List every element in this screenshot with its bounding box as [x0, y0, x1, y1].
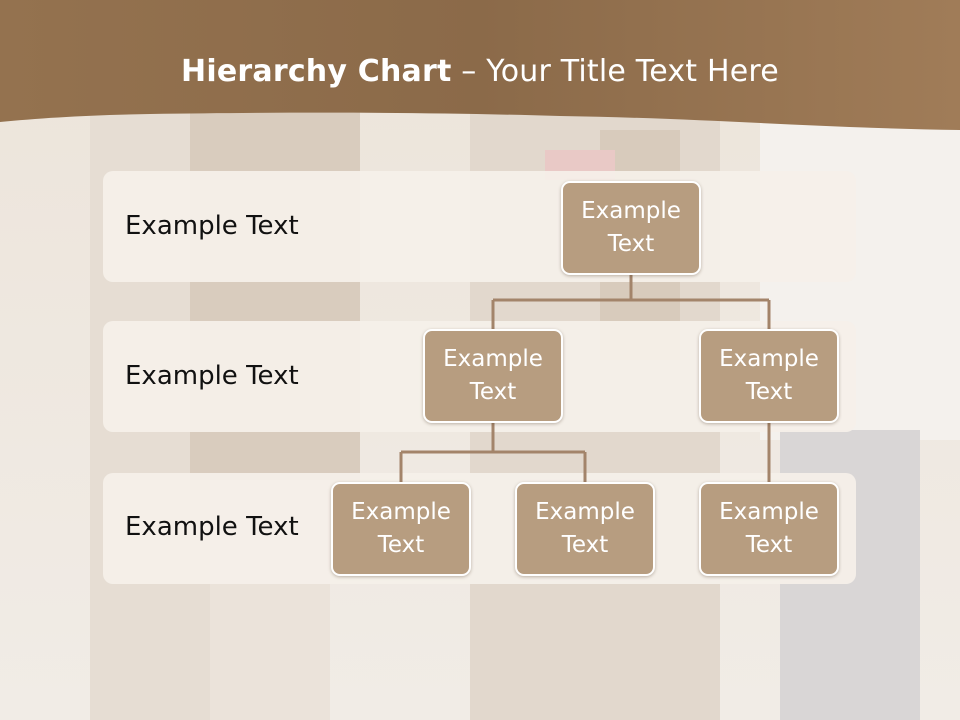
- node-level2-left-label: Example Text: [443, 346, 543, 405]
- node-level3-a-label: Example Text: [351, 499, 451, 558]
- node-root-label: Example Text: [581, 198, 681, 257]
- node-level3-b[interactable]: Example Text: [515, 482, 655, 576]
- node-level2-right[interactable]: Example Text: [699, 329, 839, 423]
- node-level3-c-label: Example Text: [719, 499, 819, 558]
- title-rest: – Your Title Text Here: [451, 54, 779, 89]
- node-root[interactable]: Example Text: [561, 181, 701, 275]
- row-band-1: [103, 171, 856, 282]
- row-label-2: Example Text: [125, 361, 299, 391]
- page-title: Hierarchy Chart – Your Title Text Here: [0, 54, 960, 89]
- row-label-3: Example Text: [125, 512, 299, 542]
- node-level3-a[interactable]: Example Text: [331, 482, 471, 576]
- node-level3-b-label: Example Text: [535, 499, 635, 558]
- node-level2-left[interactable]: Example Text: [423, 329, 563, 423]
- node-level3-c[interactable]: Example Text: [699, 482, 839, 576]
- title-bold: Hierarchy Chart: [181, 54, 452, 89]
- node-level2-right-label: Example Text: [719, 346, 819, 405]
- row-label-1: Example Text: [125, 211, 299, 241]
